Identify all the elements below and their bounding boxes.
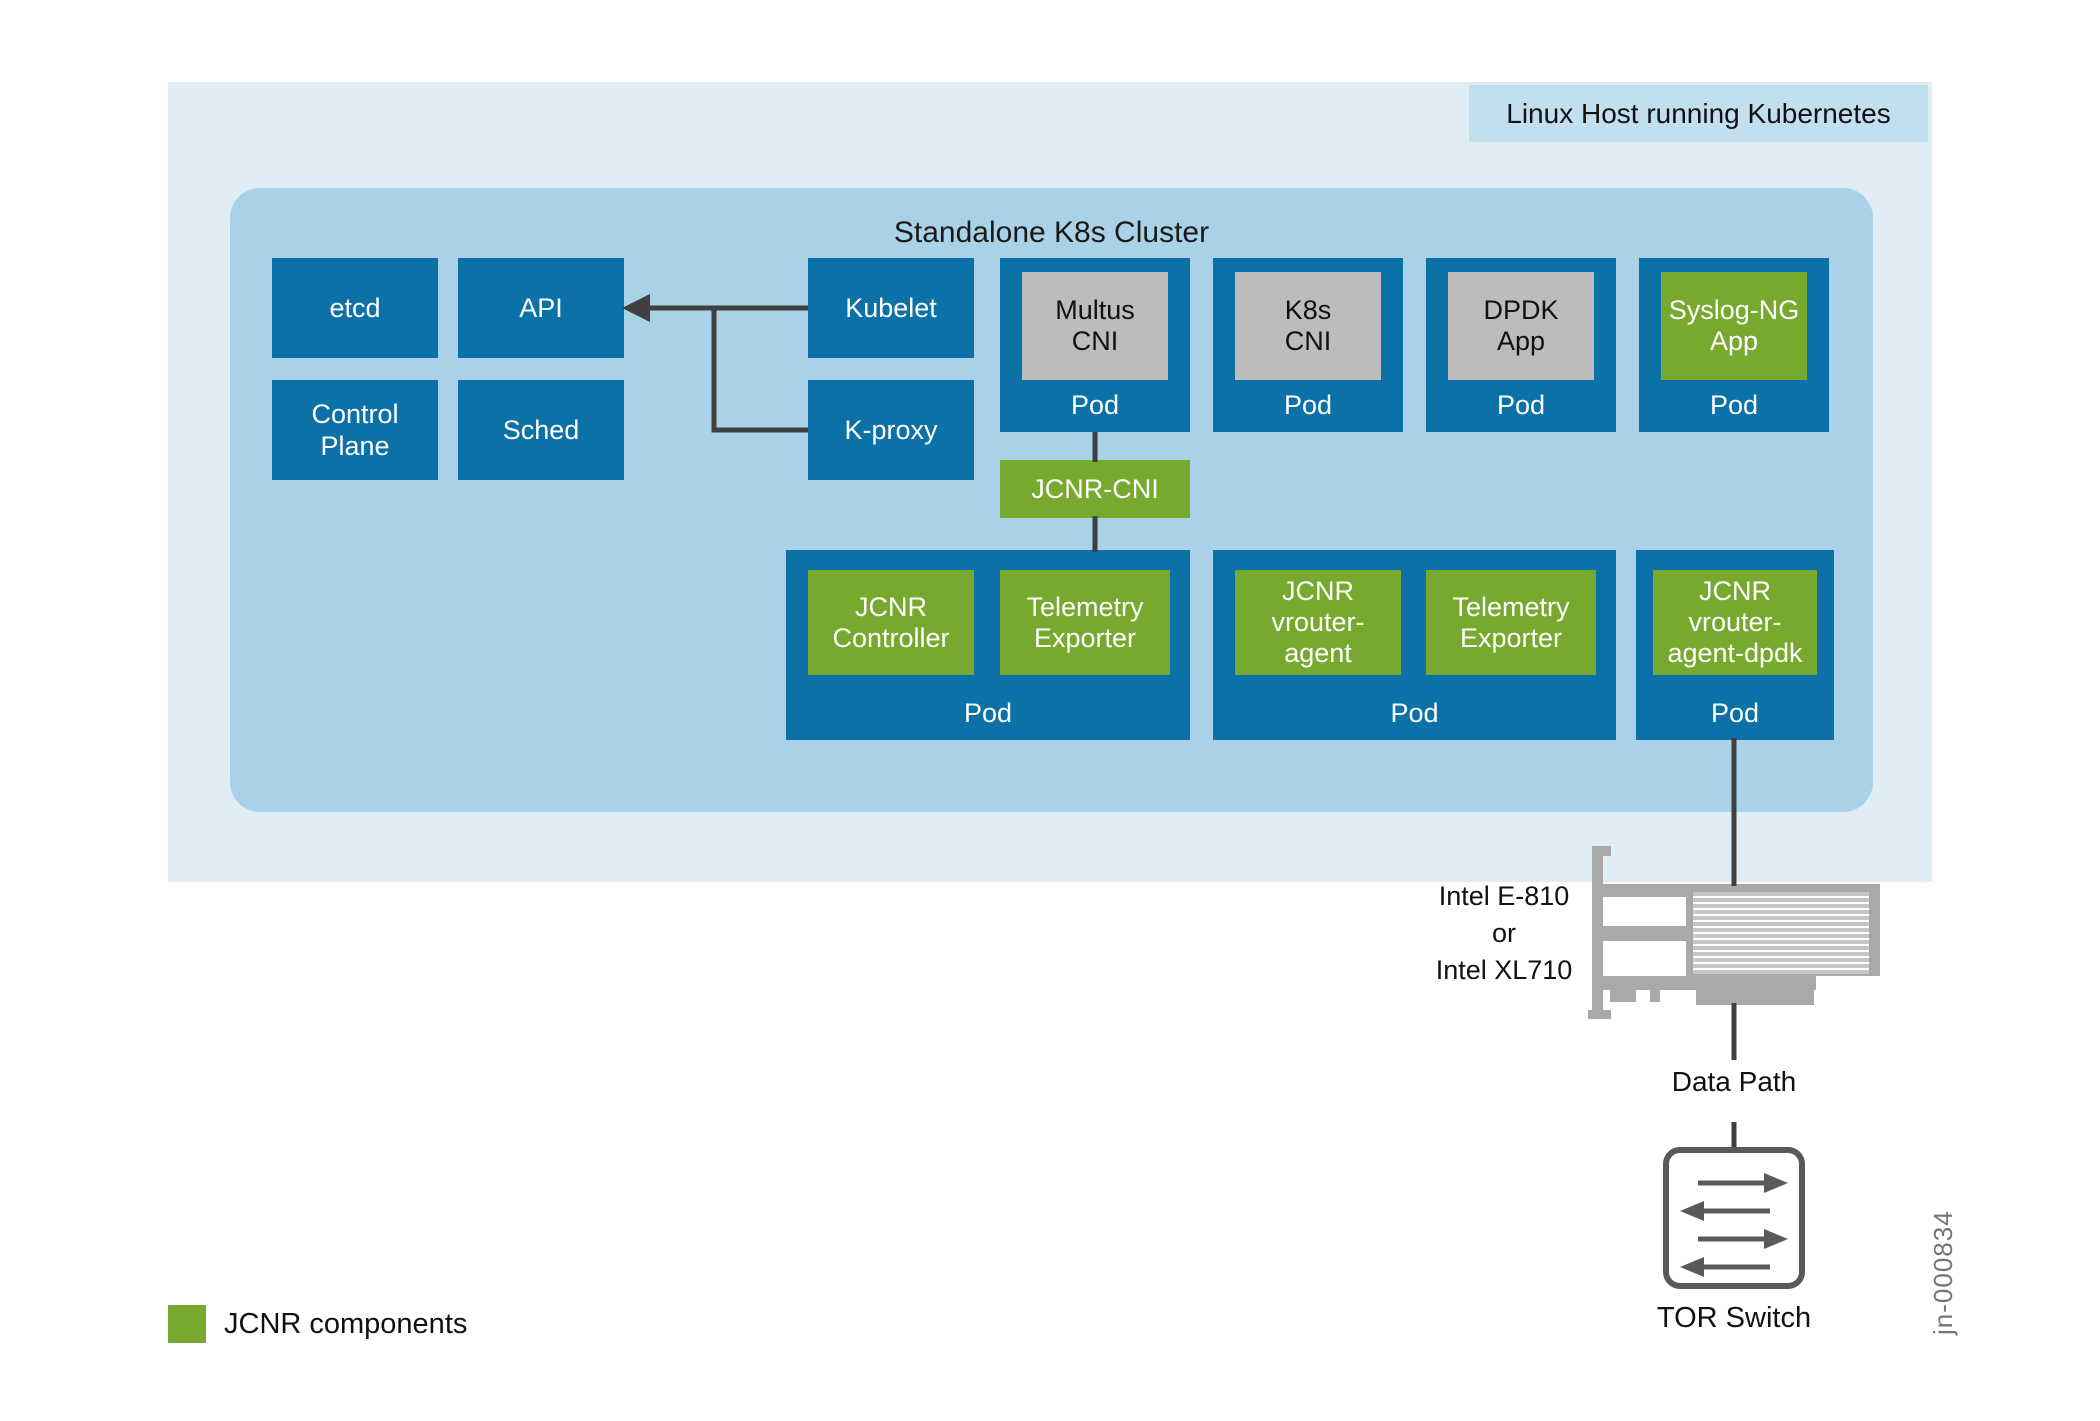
pod-label: Pod <box>1283 390 1333 420</box>
container-jcnr-vrouter-agent: JCNR vrouter- agent <box>1235 570 1401 675</box>
nic-model-label: Intel E-810 or Intel XL710 <box>1435 881 1573 985</box>
tor-switch-icon <box>1663 1147 1805 1289</box>
node-jcnr-cni: JCNR-CNI <box>1000 460 1190 518</box>
pod-jcnr-controller: JCNR Controller Telemetry Exporter Pod <box>786 550 1190 740</box>
nic-bracket-foot <box>1588 1010 1611 1019</box>
nic-pin-tab <box>1650 990 1660 1002</box>
pod-label: Pod <box>1496 390 1546 420</box>
pod-dpdk-app: DPDK App Pod <box>1426 258 1616 432</box>
nic-bottom-rail <box>1602 976 1816 990</box>
container-jcnr-controller: JCNR Controller <box>808 570 974 675</box>
nic-slot-edge <box>1686 897 1691 976</box>
container-telemetry-exporter: Telemetry Exporter <box>1000 570 1170 675</box>
nic-edge-connector <box>1696 990 1814 1005</box>
pod-jcnr-vrouter-agent-dpdk: JCNR vrouter- agent-dpdk Pod <box>1636 550 1834 740</box>
container-dpdk-app: DPDK App <box>1448 272 1594 380</box>
nic-slot-divider <box>1602 926 1688 941</box>
container-telemetry-exporter: Telemetry Exporter <box>1426 570 1596 675</box>
nic-pin-tab <box>1610 990 1636 1002</box>
container-jcnr-vrouter-agent-dpdk: JCNR vrouter- agent-dpdk <box>1653 570 1817 675</box>
nic-heatsink-fins <box>1691 890 1871 976</box>
pod-label: Pod <box>1710 698 1760 728</box>
tor-switch-label: TOR Switch <box>1656 1302 1812 1334</box>
pod-syslog-ng-app: Syslog-NG App Pod <box>1639 258 1829 432</box>
pod-label: Pod <box>1390 698 1439 728</box>
nic-bracket-tab <box>1592 846 1611 856</box>
legend-jcnr-label: JCNR components <box>224 1308 468 1340</box>
data-path-label: Data Path <box>1671 1066 1797 1097</box>
k8s-cluster-title: Standalone K8s Cluster <box>893 216 1210 249</box>
nic-right-rail <box>1871 884 1880 976</box>
container-k8s-cni: K8s CNI <box>1235 272 1381 380</box>
pod-label: Pod <box>1070 390 1120 420</box>
node-api: API <box>458 258 624 358</box>
nic-bracket <box>1592 846 1603 1019</box>
pod-label: Pod <box>963 698 1013 728</box>
node-kubelet: Kubelet <box>808 258 974 358</box>
figure-id: jn-000834 <box>1928 1210 1958 1336</box>
pod-k8s-cni: K8s CNI Pod <box>1213 258 1403 432</box>
node-etcd: etcd <box>272 258 438 358</box>
legend-jcnr-swatch <box>168 1305 206 1343</box>
pod-multus-cni: Multus CNI Pod <box>1000 258 1190 432</box>
container-multus-cni: Multus CNI <box>1022 272 1168 380</box>
node-sched: Sched <box>458 380 624 480</box>
pod-label: Pod <box>1709 390 1759 420</box>
node-control-plane: Control Plane <box>272 380 438 480</box>
container-syslog-ng-app: Syslog-NG App <box>1661 272 1807 380</box>
linux-host-label: Linux Host running Kubernetes <box>1469 85 1928 142</box>
pod-jcnr-vrouter-agent: JCNR vrouter- agent Telemetry Exporter P… <box>1213 550 1616 740</box>
node-k-proxy: K-proxy <box>808 380 974 480</box>
